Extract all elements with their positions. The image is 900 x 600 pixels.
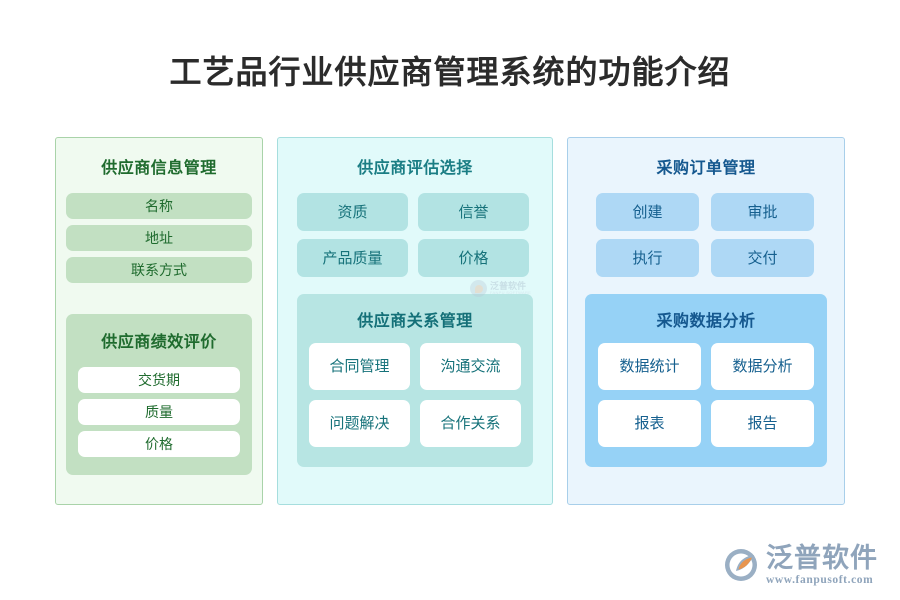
section-title: 供应商信息管理 (101, 160, 217, 177)
brand-text: 泛普软件 www.fanpusoft.com (766, 542, 878, 587)
pill-item-name[interactable]: 名称 (66, 193, 252, 219)
pill-item-price[interactable]: 价格 (418, 239, 529, 277)
panel-supplier-info: 供应商信息管理 名称 地址 联系方式 供应商绩效评价 交货期 质量 价格 (55, 137, 263, 505)
pill-item-contract-management[interactable]: 合同管理 (309, 343, 410, 390)
section-supplier-performance-evaluation: 供应商绩效评价 交货期 质量 价格 (66, 314, 252, 475)
brand-name: 泛普软件 (766, 542, 878, 573)
section-supplier-information-management: 供应商信息管理 名称 地址 联系方式 (66, 154, 252, 283)
pill-item-execute[interactable]: 执行 (596, 239, 699, 277)
pill-item-data-statistics[interactable]: 数据统计 (598, 343, 701, 390)
pill-item-data-analysis[interactable]: 数据分析 (711, 343, 814, 390)
pill-item-problem-solving[interactable]: 问题解决 (309, 400, 410, 447)
pill-grid: 创建 审批 执行 交付 (596, 193, 816, 277)
pill-item-product-quality[interactable]: 产品质量 (297, 239, 408, 277)
panel-supplier-evaluation: 供应商评估选择 资质 信誉 产品质量 价格 供应商关系管理 合同管理 沟通交流 … (277, 137, 553, 505)
pill-item-quality[interactable]: 质量 (78, 399, 240, 425)
pill-item-create[interactable]: 创建 (596, 193, 699, 231)
pill-item-cooperation[interactable]: 合作关系 (420, 400, 521, 447)
section-purchase-data-analysis: 采购数据分析 数据统计 数据分析 报表 报告 (585, 294, 827, 467)
page-title: 工艺品行业供应商管理系统的功能介绍 (169, 54, 731, 90)
panel-purchasing: 采购订单管理 创建 审批 执行 交付 采购数据分析 数据统计 数据分析 报表 报… (567, 137, 845, 505)
pill-item-reputation[interactable]: 信誉 (418, 193, 529, 231)
pill-item-qualification[interactable]: 资质 (297, 193, 408, 231)
fanpu-logo-icon (723, 547, 759, 583)
section-supplier-evaluation-selection: 供应商评估选择 资质 信誉 产品质量 价格 (297, 154, 533, 277)
feature-columns: 供应商信息管理 名称 地址 联系方式 供应商绩效评价 交货期 质量 价格 (55, 137, 845, 505)
section-title: 采购订单管理 (656, 160, 756, 177)
pill-list: 名称 地址 联系方式 (66, 193, 252, 283)
pill-item-price[interactable]: 价格 (78, 431, 240, 457)
section-title: 供应商评估选择 (357, 160, 473, 177)
pill-item-report[interactable]: 报告 (711, 400, 814, 447)
pill-item-contact[interactable]: 联系方式 (66, 257, 252, 283)
pill-item-report-form[interactable]: 报表 (598, 400, 701, 447)
pill-grid: 资质 信誉 产品质量 价格 (297, 193, 533, 277)
pill-grid: 数据统计 数据分析 报表 报告 (598, 343, 814, 447)
section-title: 采购数据分析 (656, 313, 756, 330)
pill-grid: 合同管理 沟通交流 问题解决 合作关系 (309, 343, 521, 447)
section-purchase-order-management: 采购订单管理 创建 审批 执行 交付 (596, 154, 816, 277)
pill-item-delivery-time[interactable]: 交货期 (78, 367, 240, 393)
brand-logo: 泛普软件 www.fanpusoft.com (723, 542, 878, 587)
section-title: 供应商绩效评价 (101, 334, 217, 351)
pill-item-approve[interactable]: 审批 (711, 193, 814, 231)
pill-list: 交货期 质量 价格 (78, 367, 240, 457)
section-title: 供应商关系管理 (357, 313, 473, 330)
section-supplier-relationship-management: 供应商关系管理 合同管理 沟通交流 问题解决 合作关系 (297, 294, 533, 467)
brand-url: www.fanpusoft.com (766, 573, 874, 586)
pill-item-address[interactable]: 地址 (66, 225, 252, 251)
pill-item-deliver[interactable]: 交付 (711, 239, 814, 277)
pill-item-communication[interactable]: 沟通交流 (420, 343, 521, 390)
